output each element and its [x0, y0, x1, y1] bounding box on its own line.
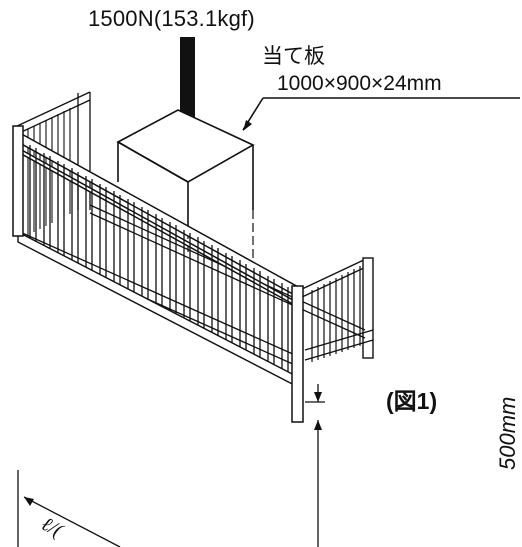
- right-side-railing: [299, 257, 374, 361]
- front-balusters: [29, 145, 289, 375]
- plate-size-label: 1000×900×24mm: [277, 72, 442, 95]
- front-bottom-rail: [17, 230, 301, 390]
- load-label: 1500N(153.1kgf): [88, 6, 255, 31]
- leader-arrowhead: [243, 120, 252, 131]
- corner-posts: [12, 125, 304, 423]
- leader-line: [242, 97, 520, 131]
- dim-arrow-bottom: [314, 420, 322, 430]
- span-arrow: [24, 497, 34, 506]
- span-dimension: [17, 470, 121, 547]
- height-dimension: [305, 384, 325, 547]
- right-side-balusters: [311, 266, 361, 362]
- dim-arrow-top: [314, 392, 322, 402]
- figure-caption: (図1): [386, 388, 438, 414]
- pressure-plate: [116, 109, 255, 230]
- plate-name-label: 当て板: [262, 45, 325, 68]
